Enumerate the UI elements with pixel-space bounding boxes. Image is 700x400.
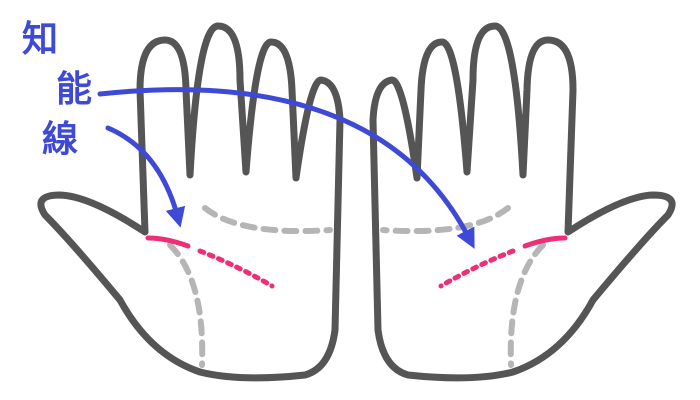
arrow-to-left-hand xyxy=(105,125,186,228)
right-intelligence-line-solid xyxy=(522,235,568,249)
left-intelligence-line-solid xyxy=(145,235,191,249)
left-heart-line xyxy=(202,205,333,235)
left-intelligence-line-dashed xyxy=(197,248,275,289)
right-hand xyxy=(369,22,676,382)
left-hand xyxy=(37,22,344,382)
left-life-line xyxy=(167,242,206,368)
arrow-to-right-hand xyxy=(97,87,475,249)
right-hand-outline xyxy=(369,22,676,382)
right-life-line xyxy=(507,242,546,368)
right-intelligence-line-dashed xyxy=(438,248,516,289)
label-char-2: 能 xyxy=(56,69,93,110)
label-char-1: 知 xyxy=(22,19,59,60)
label-char-3: 線 xyxy=(42,119,79,160)
left-hand-outline xyxy=(37,22,344,382)
